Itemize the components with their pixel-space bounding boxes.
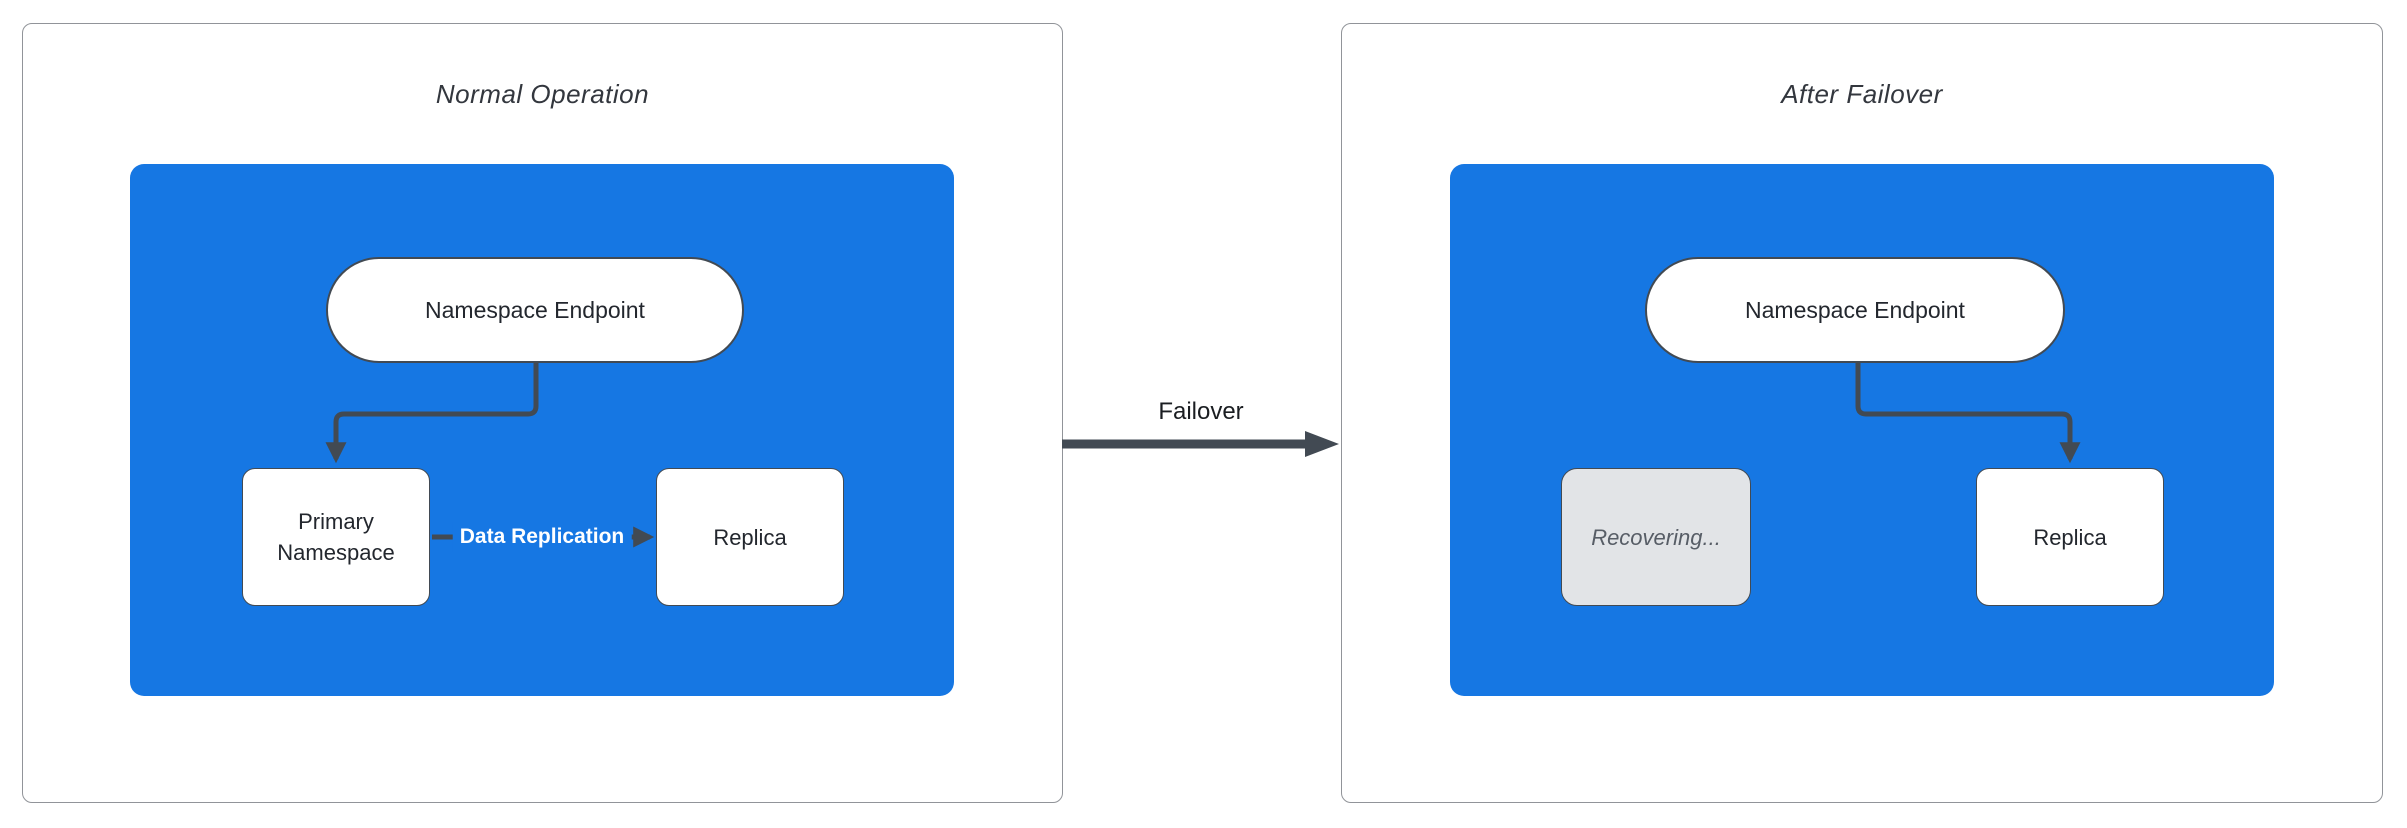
panel-after-failover: After Failover Namespace Endpoint Recove… xyxy=(1341,23,2383,803)
failover-label: Failover xyxy=(1158,398,1244,425)
panel-title-after-failover: After Failover xyxy=(1781,79,1943,109)
node-recovering: Recovering... xyxy=(1561,468,1751,606)
panel-normal-operation: Normal Operation Namespace Endpoint Prim… xyxy=(22,23,1063,803)
failover-arrow xyxy=(1062,431,1339,457)
node-namespace-endpoint-failover: Namespace Endpoint xyxy=(1645,257,2065,363)
connector-edges-normal xyxy=(325,363,655,548)
failover-arrowhead-icon xyxy=(1305,431,1339,457)
edge-label-data-replication: Data Replication xyxy=(452,522,632,552)
edge-endpoint-to-replica xyxy=(1855,363,2081,464)
edge-endpoint-to-primary xyxy=(325,363,539,464)
panel-title-normal-operation: Normal Operation xyxy=(435,79,650,109)
node-replica-failover: Replica xyxy=(1976,468,2164,606)
node-namespace-endpoint: Namespace Endpoint xyxy=(326,257,744,363)
node-primary-namespace: Primary Namespace xyxy=(242,468,430,606)
node-replica: Replica xyxy=(656,468,844,606)
cluster-normal-operation: Namespace Endpoint Primary Namespace Rep… xyxy=(130,164,954,696)
connector-edges-failover xyxy=(1855,363,2081,464)
cluster-after-failover: Namespace Endpoint Recovering... Replica xyxy=(1450,164,2274,696)
